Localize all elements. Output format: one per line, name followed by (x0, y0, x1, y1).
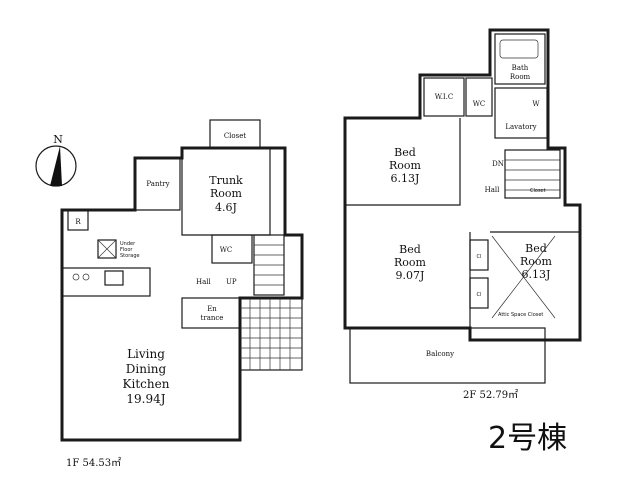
trunk-label-3: 4.6J (215, 201, 237, 214)
kitchen-sink (104, 270, 124, 286)
second-floor-plan: Balcony Bed Room 6.13J Bed Room 9.07J Cl… (343, 28, 582, 401)
stair-1f-steps (254, 244, 284, 286)
wc-1f-label: WC (220, 246, 233, 254)
porch-tile-grid (240, 298, 302, 370)
pantry-label: Pantry (146, 180, 169, 188)
entrance-label-1: En (207, 305, 217, 313)
closet-2f-a (469, 239, 489, 271)
bath-room-box (494, 33, 546, 85)
bed1-label-3: 6.13J (391, 172, 420, 185)
hall-2f-label: Hall (485, 186, 501, 194)
wc-2f-box (465, 77, 493, 117)
bed2-label-3: 9.07J (396, 269, 425, 282)
lavatory-box (494, 87, 548, 139)
underfloor-storage-box (97, 239, 117, 259)
closet-2f-label: Closet (530, 188, 546, 194)
north-compass: N (35, 133, 77, 187)
closet-2f-b (469, 277, 489, 309)
compass-needle (50, 146, 62, 186)
porch-tiles (239, 297, 303, 371)
kitchen-counter (61, 267, 151, 297)
bed2-label-1: Bed (399, 243, 421, 256)
wc-2f-label: WC (473, 100, 486, 108)
closet-label: Closet (224, 132, 247, 140)
bed3-label-2: Room (520, 255, 553, 268)
underfloor-label-2: Floor (120, 247, 133, 253)
ldk-label-4: 19.94J (126, 392, 165, 406)
entrance-label-2: trance (201, 314, 224, 322)
second-floor-area: 2F 52.79㎡ (463, 389, 518, 401)
balcony-box (349, 327, 546, 384)
trunk-label-1: Trunk (209, 174, 243, 187)
ldk-label-3: Kitchen (123, 377, 170, 391)
bed1-label-1: Bed (394, 146, 416, 159)
washer-label: W (532, 100, 540, 108)
bathtub (499, 39, 539, 59)
first-floor-area: 1F 54.53㎡ (66, 457, 121, 469)
trunk-label-2: Room (210, 187, 243, 200)
attic-label: Attic Space Closet (498, 312, 543, 318)
hall-1f-label: Hall (196, 278, 212, 286)
entrance-box (181, 297, 241, 329)
refrigerator-label: R (75, 218, 81, 226)
bed3-label-1: Bed (525, 242, 547, 255)
wic-box (423, 77, 465, 117)
underfloor-storage-cross (97, 239, 117, 259)
closet-2f-a-label: Cl (477, 254, 482, 260)
second-floor-outer-wall (343, 28, 582, 342)
closet-2f-b-label: Cl (477, 292, 482, 298)
ldk-label-1: Living (127, 347, 165, 361)
underfloor-label-3: Storage (120, 253, 140, 259)
building-number-label: 2号棟 (488, 421, 567, 456)
pantry-walls (134, 158, 181, 211)
bed2-label-2: Room (394, 256, 427, 269)
lavatory-label: Lavatory (505, 123, 536, 131)
compass-north-label: N (53, 133, 63, 146)
underfloor-label-1: Under (120, 241, 136, 247)
stair-2f-steps (505, 159, 560, 191)
attic-cross (491, 235, 556, 319)
ldk-label-2: Dining (126, 362, 167, 376)
stove-burner-1 (72, 273, 80, 281)
stove-burner-2 (82, 273, 90, 281)
bed1-walls (345, 118, 461, 206)
stair-2f (504, 149, 561, 199)
up-label: UP (226, 278, 237, 286)
closet-box (209, 119, 261, 149)
bed3-label-3: 6.13J (522, 268, 551, 281)
wc-1f-box (211, 234, 253, 264)
dn-label: DN (492, 160, 504, 168)
refrigerator-space (67, 209, 89, 231)
bath-label-1: Bath (512, 64, 529, 72)
bath-label-2: Room (510, 73, 531, 81)
balcony-label: Balcony (426, 350, 454, 358)
wic-label: W.I.C (435, 93, 454, 101)
bed1-label-2: Room (389, 159, 422, 172)
first-floor-plan: R Under Floor Storage Pantry Closet Trun… (60, 119, 304, 469)
